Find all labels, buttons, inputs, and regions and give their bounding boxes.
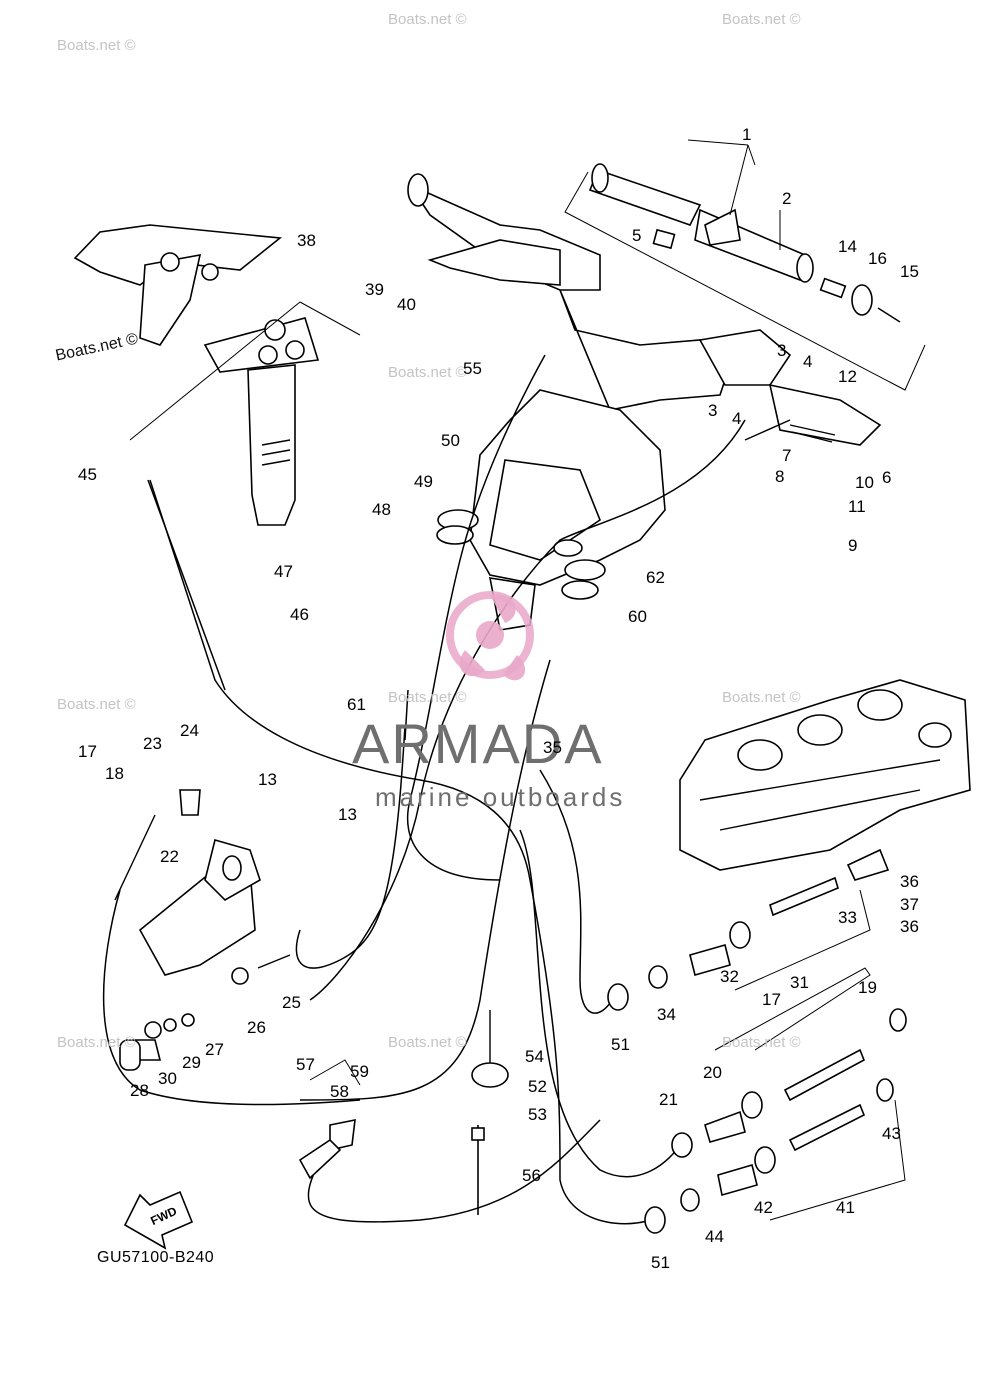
callout-38: 38 (297, 231, 316, 250)
callout-57: 57 (296, 1055, 315, 1074)
watermark: Boats.net © (57, 1034, 136, 1051)
callout-27: 27 (205, 1040, 224, 1059)
callout-18: 18 (105, 764, 124, 783)
callout-21: 21 (659, 1090, 678, 1109)
callout-8: 8 (775, 467, 785, 486)
callout-4: 4 (803, 352, 813, 371)
watermark: Boats.net © (388, 1034, 467, 1051)
callout-62: 62 (646, 568, 665, 587)
callout-61: 61 (347, 695, 366, 714)
bracket-assembly (114, 789, 291, 1071)
callout-46: 46 (290, 605, 309, 624)
callout-29: 29 (182, 1053, 201, 1072)
callout-45: 45 (78, 465, 97, 484)
callout-5: 5 (632, 226, 642, 245)
callout-40: 40 (397, 295, 416, 314)
callout-3: 3 (708, 401, 718, 420)
callout-55: 55 (463, 359, 482, 378)
cables (102, 354, 746, 1225)
watermark: Boats.net © (388, 364, 467, 381)
watermark: Boats.net © (57, 696, 136, 713)
callout-4: 4 (732, 409, 742, 428)
callout-44: 44 (705, 1227, 724, 1246)
callout-12: 12 (838, 367, 857, 386)
callout-19: 19 (858, 978, 877, 997)
callout-17: 17 (78, 742, 97, 761)
callout-13: 13 (258, 770, 277, 789)
watermark: Boats.net © (722, 1034, 801, 1051)
callout-49: 49 (414, 472, 433, 491)
callout-1: 1 (742, 125, 752, 144)
brand-tagline: marine outboards (375, 782, 626, 812)
callout-43: 43 (882, 1124, 901, 1143)
watermark: Boats.net © (388, 11, 467, 28)
callout-35: 35 (543, 738, 562, 757)
callout-6: 6 (882, 468, 892, 487)
callout-58: 58 (330, 1082, 349, 1101)
callout-22: 22 (160, 847, 179, 866)
callout-53: 53 (528, 1105, 547, 1124)
callout-48: 48 (372, 500, 391, 519)
callout-brackets (129, 139, 926, 441)
callout-33: 33 (838, 908, 857, 927)
callout-37: 37 (900, 895, 919, 914)
callout-59: 59 (350, 1062, 369, 1081)
callout-17: 17 (762, 990, 781, 1009)
callout-13: 13 (338, 805, 357, 824)
brand-logo (446, 591, 534, 681)
callout-15: 15 (900, 262, 919, 281)
callout-23: 23 (143, 734, 162, 753)
callout-39: 39 (365, 280, 384, 299)
callout-28: 28 (130, 1081, 149, 1100)
cable-fittings (607, 848, 907, 1234)
callout-25: 25 (282, 993, 301, 1012)
grip-assembly (588, 163, 901, 446)
callout-32: 32 (720, 967, 739, 986)
callout-52: 52 (528, 1077, 547, 1096)
diagram-code: GU57100-B240 (97, 1249, 215, 1266)
callout-30: 30 (158, 1069, 177, 1088)
watermark: Boats.net © (722, 11, 801, 28)
clamp-parts (298, 1010, 509, 1215)
carburetor (679, 679, 971, 871)
watermark: Boats.net © (722, 689, 801, 706)
callout-50: 50 (441, 431, 460, 450)
callout-26: 26 (247, 1018, 266, 1037)
handlebar (407, 173, 792, 411)
callout-7: 7 (782, 446, 792, 465)
callout-47: 47 (274, 562, 293, 581)
callout-60: 60 (628, 607, 647, 626)
callout-24: 24 (180, 721, 199, 740)
callout-34: 34 (657, 1005, 676, 1024)
callout-51: 51 (651, 1253, 670, 1272)
callout-41: 41 (836, 1198, 855, 1217)
callout-31: 31 (790, 973, 809, 992)
callout-51: 51 (611, 1035, 630, 1054)
callout-10: 10 (855, 473, 874, 492)
callout-3: 3 (777, 341, 787, 360)
callout-54: 54 (525, 1047, 544, 1066)
callout-9: 9 (848, 536, 858, 555)
callout-11: 11 (848, 497, 866, 516)
callout-2: 2 (782, 189, 792, 208)
callout-14: 14 (838, 237, 857, 256)
watermark: Boats.net © (57, 37, 136, 54)
callout-36: 36 (900, 917, 919, 936)
callout-36: 36 (900, 872, 919, 891)
fwd-arrow-icon (123, 1190, 194, 1250)
throttle-lever (73, 224, 320, 526)
callout-42: 42 (754, 1198, 773, 1217)
brand-name: ARMADA (352, 712, 604, 775)
callout-20: 20 (703, 1063, 722, 1082)
watermark: Boats.net © (388, 689, 467, 706)
callout-56: 56 (522, 1166, 541, 1185)
callout-16: 16 (868, 249, 887, 268)
